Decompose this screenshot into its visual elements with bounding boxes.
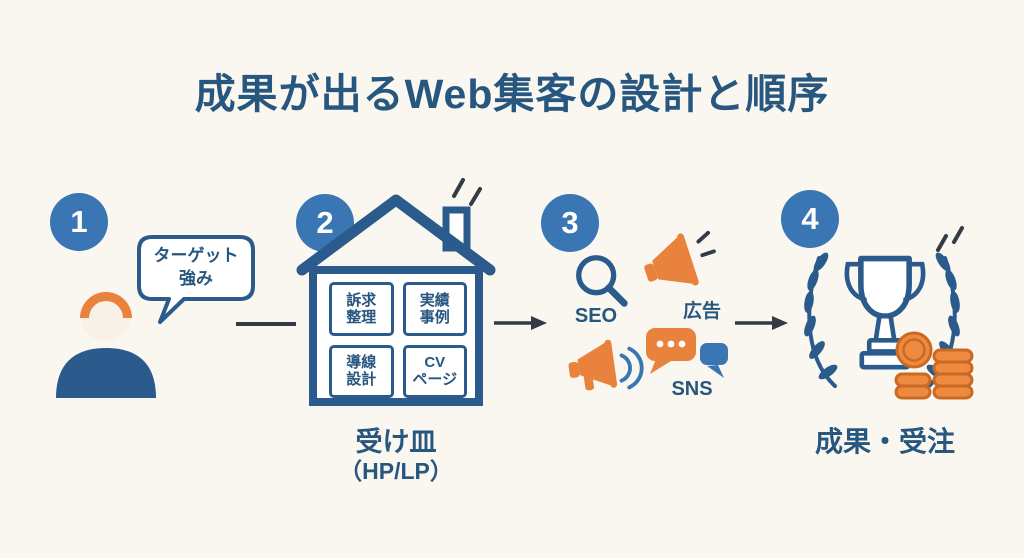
step-3-number-badge: 3 [541,194,599,252]
house-box-cv: CV ページ [402,344,467,398]
speech-bubble-icon [137,235,255,324]
box-flow-line2: 設計 [346,371,377,389]
sparkle-icon [452,178,482,206]
box-appeal-line1: 訴求 [346,291,377,309]
sound-waves [619,346,644,390]
box-cv-line1: CV [424,354,446,371]
ad-label: 広告 [682,301,721,322]
sns-label: SNS [671,378,713,400]
seo-label: SEO [574,305,618,327]
step-4-number-badge: 4 [781,190,839,248]
house-caption-line1: 受け皿 [355,427,437,457]
bubble-text: ターゲット 強み [140,239,252,297]
box-results-line2: 事例 [419,308,450,326]
box-results-line1: 実績 [419,291,450,309]
box-flow-line1: 導線 [346,354,377,371]
arrow-step3-to-step4 [735,316,788,330]
laurel-branch-icon [926,252,960,388]
result-caption: 成果・受注 [814,426,955,457]
house-box-appeal: 訴求 整理 [329,282,394,336]
megaphone-sns-icon [568,339,644,391]
house-caption-line2: （HP/LP） [339,458,453,484]
page-title: 成果が出るWeb集客の設計と順序 [194,71,830,117]
house-boxes: 訴求 整理 実績 事例 導線 設計 CV ページ [329,282,467,398]
coins-icon [894,331,974,400]
step-1-number-badge: 1 [50,193,108,251]
megaphone-ad-icon [644,230,716,286]
chat-bubbles-icon [646,328,728,378]
house-box-results: 実績 事例 [402,282,467,336]
speech-bubble: ターゲット 強み [136,234,256,326]
roof [296,194,496,276]
laurel-branch-icon [804,252,838,388]
box-appeal-line2: 整理 [346,308,377,326]
person-icon [56,291,156,398]
sparkle-icon [936,226,964,252]
magnifier-icon [576,255,628,307]
bubble-line-1: ターゲット [153,246,239,266]
house-box-flow: 導線 設計 [329,344,394,398]
connector-line [236,322,296,326]
arrow-step2-to-step3 [494,316,547,330]
trophy-icon [844,255,926,370]
box-cv-line2: ページ [412,371,458,389]
bubble-line-2: 強み [179,269,213,288]
sound-dashes [696,230,716,258]
